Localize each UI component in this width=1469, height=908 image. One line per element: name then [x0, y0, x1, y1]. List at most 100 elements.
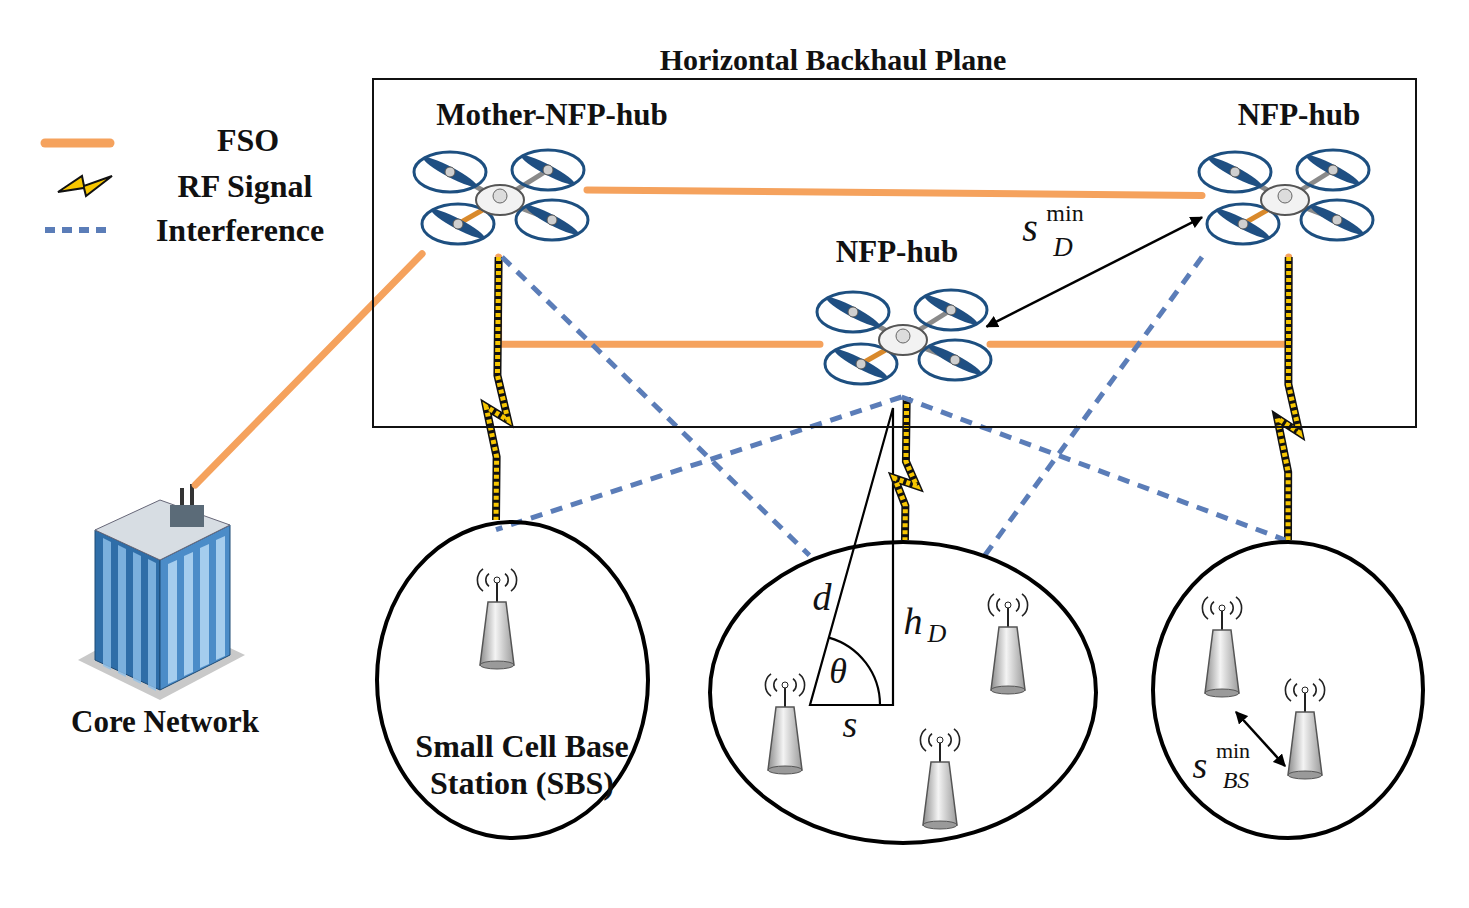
cluster-ellipse: [377, 522, 648, 838]
legend-label: Interference: [156, 212, 324, 249]
interference-link: [496, 397, 902, 530]
signal-arc: [948, 734, 951, 747]
rotor-hub: [950, 355, 960, 365]
fso-line: [499, 257, 820, 344]
sbs-cluster: Small Cell Base Station (SBS): [375, 520, 650, 840]
fso-link: [195, 254, 422, 485]
drone-icon: [1199, 150, 1373, 244]
spacing-symbol: s: [1022, 205, 1038, 251]
signal-arc: [1230, 602, 1233, 615]
rotor-guard: [516, 200, 588, 240]
node-label: Mother-NFP-hub: [436, 97, 667, 133]
signal-arc: [954, 729, 960, 751]
rotor-hub: [1328, 165, 1338, 175]
rotor-hub: [848, 307, 858, 317]
signal-arc: [1016, 599, 1019, 612]
drone-icon: [817, 290, 991, 384]
signal-arc: [929, 734, 932, 747]
cluster-ellipse: [1153, 542, 1423, 838]
window-strip: [200, 544, 209, 668]
window-strip: [148, 559, 156, 691]
rotor-hub: [1230, 167, 1240, 177]
window-strip: [168, 560, 177, 684]
backhaul-plane: Horizontal Backhaul PlaneMother-NFP-hubN…: [372, 78, 1417, 428]
base-station-icon: [920, 729, 959, 829]
station-tower: [768, 707, 802, 770]
rotor-hub: [453, 219, 463, 229]
legend-label: RF Signal: [178, 168, 313, 205]
distance-line: [987, 217, 1202, 326]
base-station-icon: [1202, 597, 1241, 697]
station-base: [923, 821, 957, 829]
signal-arc: [1022, 594, 1028, 616]
drone-body: [879, 325, 927, 355]
legend-label: FSO: [217, 122, 279, 159]
signal-arc: [997, 599, 1000, 612]
roof-unit: [170, 505, 204, 527]
building-roof: [95, 500, 230, 560]
drone-body: [1261, 185, 1309, 215]
rotor-guard: [414, 152, 486, 192]
cluster-ellipse: [710, 542, 1096, 843]
propeller: [523, 202, 581, 239]
propeller: [824, 294, 882, 331]
ellipse-outline: [708, 540, 1098, 845]
drone-icon: [414, 150, 588, 244]
window-strip: [103, 538, 111, 670]
mother-hub: Mother-NFP-hub: [417, 147, 587, 257]
interference-link: [902, 397, 1286, 540]
ellipse-outline: [1151, 540, 1425, 840]
rotor-hub: [543, 165, 553, 175]
station-tower: [991, 627, 1025, 690]
math-symbol: d: [813, 576, 832, 620]
rf-outline: [895, 397, 917, 540]
node-label: Small Cell Base Station (SBS): [407, 728, 637, 802]
nfp-hub: NFP-hub: [1202, 147, 1372, 257]
math-symbol: h: [904, 600, 923, 644]
station-base: [991, 686, 1025, 694]
station-tower: [923, 762, 957, 825]
rotor-hub: [946, 305, 956, 315]
drone-body: [476, 185, 524, 215]
interference-line: [496, 397, 902, 530]
interference-line: [502, 257, 809, 555]
rotor-guard: [817, 292, 889, 332]
propeller: [926, 342, 984, 379]
signal-arc: [1211, 602, 1214, 615]
signal-arc: [988, 594, 994, 616]
signal-arc: [505, 574, 508, 587]
antenna-tip: [494, 577, 500, 583]
signal-arc: [765, 674, 771, 696]
rf-signal: [486, 257, 508, 520]
rotor-guard: [915, 290, 987, 330]
antenna-tip: [1005, 602, 1011, 608]
rf-signal: [895, 397, 917, 540]
rf-signal: [1277, 257, 1299, 540]
window-strip: [184, 552, 193, 676]
rotor-hub: [1332, 215, 1342, 225]
base-station-icon: [1285, 679, 1324, 779]
building-icon: [78, 484, 245, 700]
signal-arc: [1313, 684, 1316, 697]
math-symbol: D: [928, 619, 947, 649]
rotor-guard: [1199, 152, 1271, 192]
signal-arc: [1202, 597, 1208, 619]
node-label: NFP-hub: [1238, 97, 1360, 133]
signal-arc: [793, 679, 796, 692]
propeller: [429, 206, 487, 243]
legend-sample: [58, 176, 112, 196]
signal-arc: [1294, 684, 1297, 697]
station-tower: [1288, 712, 1322, 775]
station-base: [768, 766, 802, 774]
signal-arc: [1319, 679, 1325, 701]
nfp-hub: NFP-hub: [820, 287, 990, 397]
interference-line: [985, 257, 1202, 555]
roof-antenna: [180, 488, 184, 505]
interference-link: [502, 257, 809, 555]
interference-link: [985, 257, 1202, 555]
propeller: [421, 154, 479, 191]
rotor-guard: [919, 340, 991, 380]
fso-link: [587, 190, 1202, 196]
drone-dome: [1278, 189, 1292, 203]
propeller: [1308, 202, 1366, 239]
